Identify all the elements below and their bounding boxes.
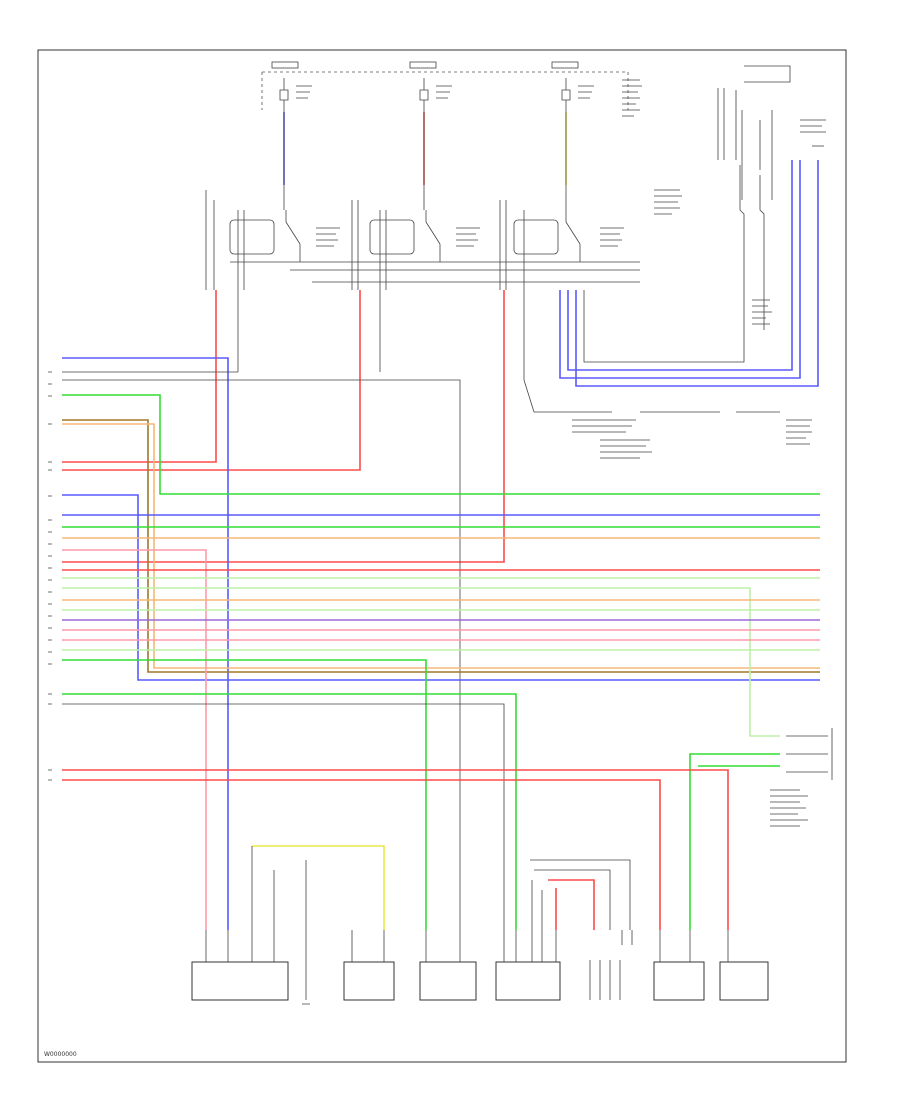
component-box-3	[419, 961, 477, 1001]
left-pin-labels	[48, 371, 52, 781]
module-top-right	[654, 65, 826, 325]
component-box-5	[653, 961, 705, 1001]
component-box-1	[191, 961, 289, 1001]
pin-ticks	[205, 930, 729, 962]
component-box-6	[719, 961, 769, 1001]
component-box-2	[343, 961, 395, 1001]
lower-components	[191, 930, 769, 1005]
figure-code: W0000000	[44, 1051, 77, 1058]
relay-group	[205, 190, 640, 290]
fuse-box-top	[261, 61, 642, 117]
component-box-4	[495, 961, 561, 1001]
diagram-frame	[37, 49, 847, 1063]
